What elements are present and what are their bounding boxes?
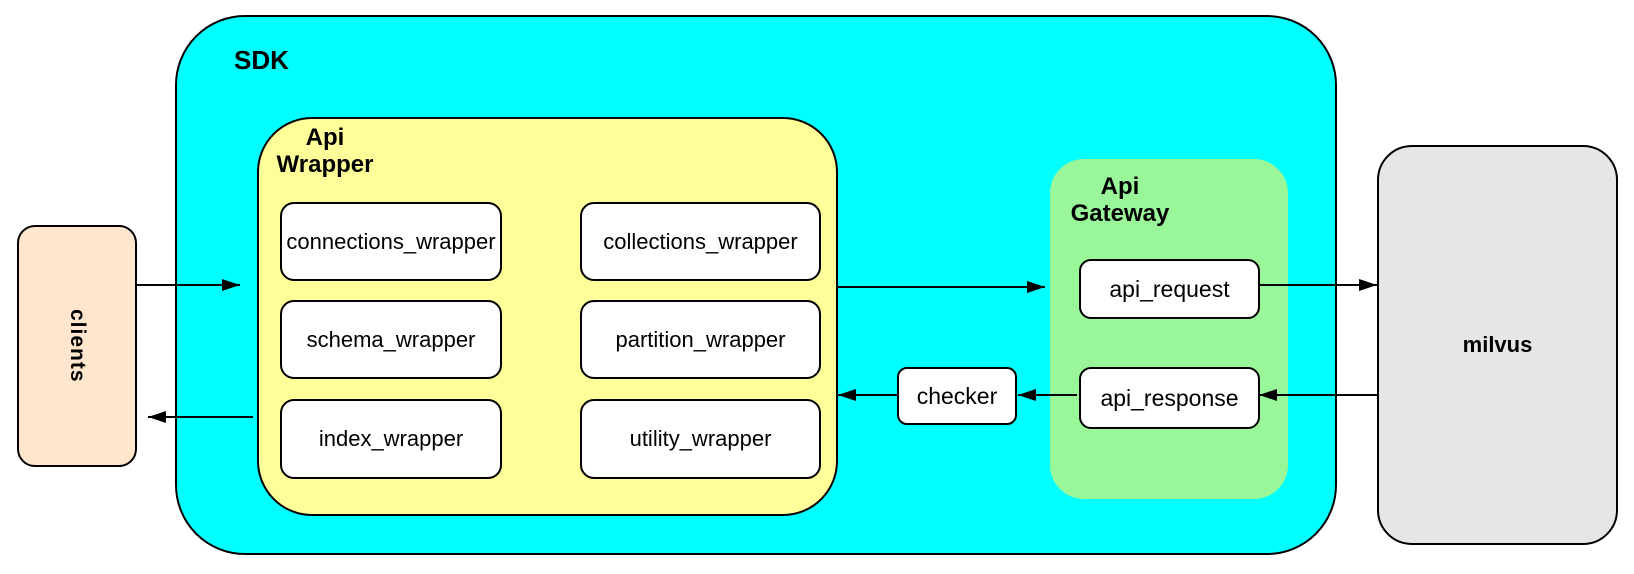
schema-wrapper-node: schema_wrapper [280,300,502,379]
api-wrapper-label-line2: Wrapper [276,151,374,178]
milvus-label: milvus [1462,332,1533,357]
api-gateway-label: Api Gateway [1050,173,1190,227]
collections-wrapper-node: collections_wrapper [580,202,821,281]
clients-label: clients [66,309,89,383]
milvus-node: milvus [1377,145,1618,545]
api-wrapper-container: Api Wrapper connections_wrapper collecti… [257,117,838,516]
sdk-label: SDK [234,45,289,75]
checker-node: checker [897,367,1017,425]
utility-wrapper-node: utility_wrapper [580,399,821,479]
api-gateway-container: Api Gateway api_request api_response [1050,159,1288,499]
api-response-node: api_response [1079,367,1260,429]
api-wrapper-label-line1: Api [305,124,345,151]
index-wrapper-node: index_wrapper [280,399,502,479]
sdk-container: SDK Api Wrapper connections_wrapper coll… [175,15,1337,555]
api-gateway-label-line1: Api [1100,173,1140,200]
api-wrapper-label: Api Wrapper [269,124,381,178]
api-gateway-label-line2: Gateway [1070,200,1170,227]
api-request-node: api_request [1079,259,1260,319]
connections-wrapper-node: connections_wrapper [280,202,502,281]
partition-wrapper-node: partition_wrapper [580,300,821,379]
clients-node: clients [17,225,137,467]
